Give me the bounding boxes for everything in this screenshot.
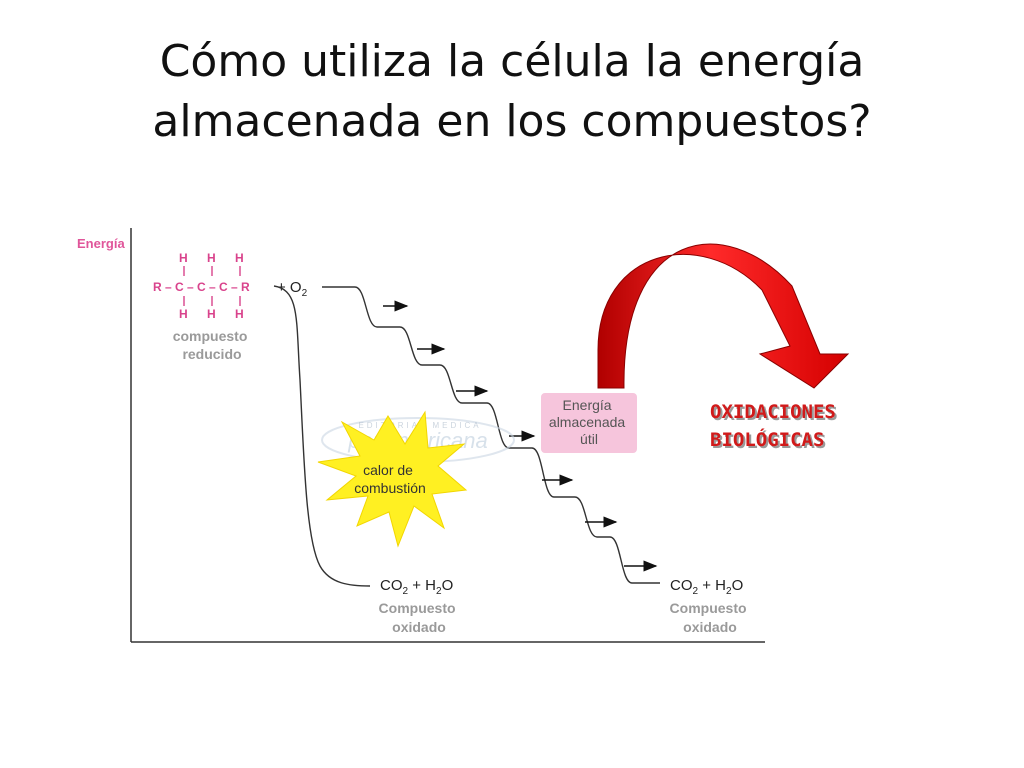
product-formula-left: CO2 + H2O xyxy=(380,577,453,597)
title-line-2: almacenada en los compuestos? xyxy=(152,96,872,147)
combustion-curve xyxy=(273,285,371,587)
oxidation-title-2: BIOLÓGICAS xyxy=(710,427,824,451)
h-atom: H xyxy=(235,307,244,321)
h-atom: H xyxy=(179,251,188,265)
stored-energy-box xyxy=(541,393,637,453)
stepwise-oxidation-curve xyxy=(322,286,660,584)
slide-title: Cómo utiliza la célula la energía almace… xyxy=(0,32,1024,152)
h-atom: H xyxy=(207,251,216,265)
oxidation-title-shadow-1: OXIDACIONES xyxy=(712,403,838,425)
combustion-burst-icon xyxy=(317,410,468,548)
oxidation-title-1: OXIDACIONES xyxy=(710,401,836,423)
curved-red-arrow-icon xyxy=(597,243,850,389)
h-atom: H xyxy=(235,251,244,265)
stored-energy-label: Energía almacenada útil xyxy=(549,397,629,447)
plus-oxygen: + O2 xyxy=(277,279,308,299)
step-arrows xyxy=(383,300,658,572)
title-line-1: Cómo utiliza la célula la energía xyxy=(159,36,865,87)
product-label-right: Compuesto oxidado xyxy=(670,600,751,635)
h-atom: H xyxy=(179,307,188,321)
y-axis-label: Energía xyxy=(77,236,125,251)
oxidation-title-shadow-2: BIOLÓGICAS xyxy=(712,429,826,453)
combustion-heat-label: calor de combustión xyxy=(354,462,426,496)
carbon-chain: R – C – C – C – R xyxy=(153,280,250,294)
product-formula-right: CO2 + H2O xyxy=(670,577,743,597)
h-atom: H xyxy=(207,307,216,321)
reduced-compound-label: compuesto reducido xyxy=(173,328,252,362)
reduced-compound-structure: H H H R – C – C – C – R H H H + O2 compu… xyxy=(153,251,308,362)
product-label-left: Compuesto oxidado xyxy=(379,600,460,635)
